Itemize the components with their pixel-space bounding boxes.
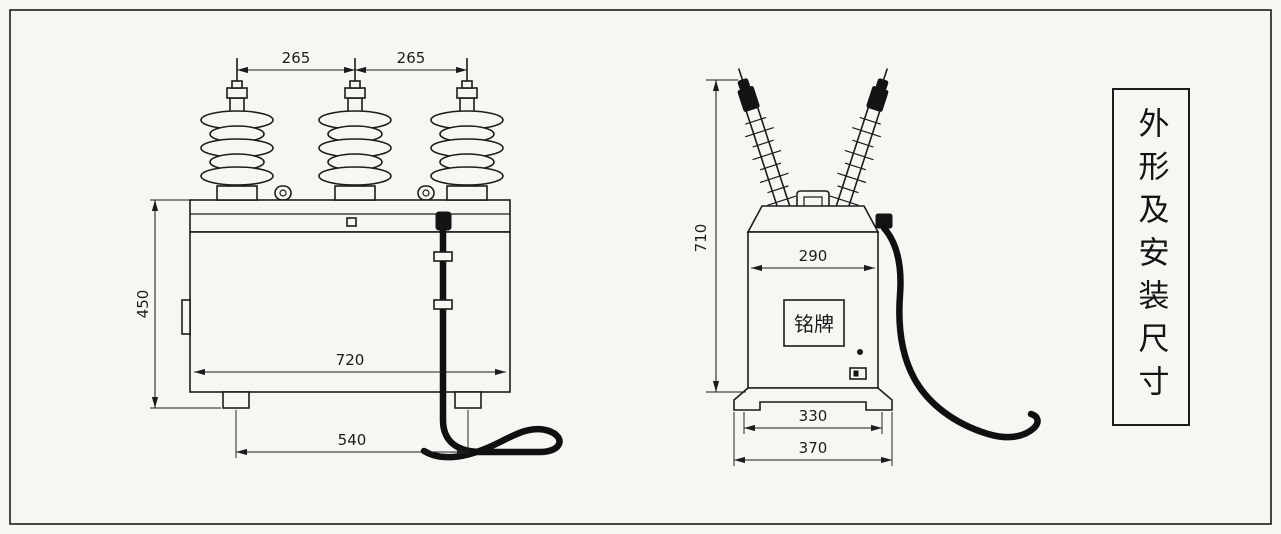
dimension-label-290: 290 [799, 247, 828, 265]
dimension-label-370: 370 [799, 439, 828, 457]
dimension-base-540: 540 [235, 410, 469, 458]
dimension-label-540: 540 [338, 431, 367, 449]
dimension-top-290: 290 [751, 247, 875, 272]
front-bushing-left [200, 57, 274, 201]
lifting-handle [796, 190, 830, 206]
title-box: 外形及安装尺寸 [1112, 88, 1190, 426]
cable-clamp-lower [433, 299, 453, 310]
front-view: 265 265 450 720 540 [134, 49, 563, 461]
tank-body [189, 231, 511, 393]
front-cable [420, 211, 563, 461]
dimension-base-370: 370 [733, 412, 893, 466]
dimension-base-330: 330 [743, 407, 883, 434]
side-bushing-left [723, 63, 802, 220]
side-bracket [181, 299, 191, 335]
cable-gland [435, 211, 452, 231]
dimension-label-265-right: 265 [397, 49, 426, 67]
lifting-lug-right [417, 185, 435, 201]
side-cable [875, 213, 1041, 441]
side-bushing-right [824, 63, 903, 220]
dimension-label-450: 450 [134, 290, 152, 319]
top-cap [746, 205, 880, 233]
indicator-dot [857, 349, 863, 355]
dimension-label-265-left: 265 [282, 49, 311, 67]
tank-top-plate [189, 199, 511, 233]
terminal-block [849, 367, 867, 380]
side-view: 铭牌 710 290 330 [692, 63, 1041, 466]
dimension-width-720: 720 [194, 351, 506, 376]
border-frame [9, 9, 1272, 525]
nameplate-label: 铭牌 [794, 312, 834, 336]
front-bushing-right [430, 57, 504, 201]
foot-left [222, 391, 250, 409]
dimension-label-720: 720 [336, 351, 365, 369]
dimension-height-450: 450 [134, 199, 221, 409]
plate-bolt [346, 217, 357, 227]
nameplate: 铭牌 [783, 299, 845, 347]
dimension-height-710: 710 [692, 79, 746, 393]
drawing-title: 外形及安装尺寸 [1132, 106, 1169, 408]
dimension-pole-spacing: 265 265 [236, 49, 468, 78]
base-pedestal [733, 387, 893, 411]
lifting-handle-inner [803, 196, 823, 206]
front-bushing-middle [318, 57, 392, 201]
cable-clamp-upper [433, 251, 453, 262]
foot-right [454, 391, 482, 409]
dimension-label-710: 710 [692, 224, 710, 253]
lifting-lug-left [274, 185, 292, 201]
dimension-label-330: 330 [799, 407, 828, 425]
